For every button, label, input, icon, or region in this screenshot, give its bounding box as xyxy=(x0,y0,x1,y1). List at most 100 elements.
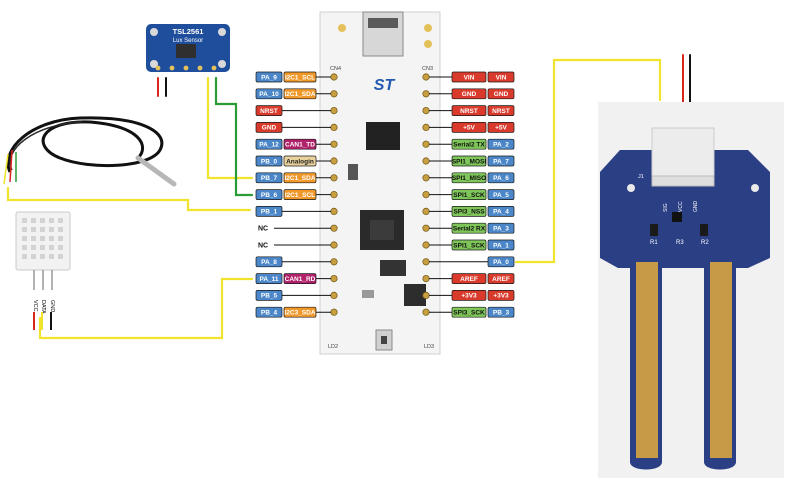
right-pin-func: SPI1_MISO xyxy=(451,172,487,184)
right-pin-power: GND xyxy=(487,88,515,100)
left-pin-name: PB_1 xyxy=(255,206,283,217)
soil-pin-sig: SIG xyxy=(663,203,669,212)
right-pin-func: SPI1_SCK xyxy=(451,239,487,251)
right-pin-func-text: Serial2 RX xyxy=(453,226,486,233)
right-pin-name: PA_4 xyxy=(487,206,515,217)
lux-pin-label: ADDR xyxy=(180,72,194,77)
lux-pin-label: INT xyxy=(168,72,176,77)
left-pin-func: I2C1_SDA xyxy=(283,172,317,184)
right-pin-func: SPI3_SCK xyxy=(451,306,487,318)
right-pin-func-text: GND xyxy=(462,91,477,98)
left-pin-func: GND xyxy=(255,122,283,133)
left-pin-func-text: I2C3_SDA xyxy=(284,310,315,317)
left-pin-nc: NC xyxy=(258,243,268,250)
soil-r1: R1 xyxy=(650,240,658,246)
dht-grille-slot xyxy=(49,227,54,232)
header-pin-right xyxy=(422,107,430,115)
right-pin-power: VIN xyxy=(487,71,515,83)
left-pin-func: CAN1_TD xyxy=(283,138,317,150)
right-pin-name-bg xyxy=(487,206,515,217)
left-pin-name: PB_4 xyxy=(255,306,283,318)
dht-grille-slot xyxy=(58,254,63,259)
left-pin-name-bg xyxy=(255,189,283,200)
dht-grille-slot xyxy=(40,254,45,259)
left-pin-name: PA_12 xyxy=(255,138,283,150)
left-pin-name-text: PA_9 xyxy=(261,74,277,81)
left-pin-func: CAN1_RD xyxy=(283,273,317,284)
right-pin-func-text: SPI1_MISO xyxy=(452,175,486,182)
right-pin-name: PA_3 xyxy=(487,222,515,234)
right-pin-func-bg xyxy=(451,122,487,133)
right-pin-func-bg xyxy=(451,88,487,100)
left-pin-func-bg xyxy=(283,71,317,83)
right-pin-name-text: PB_3 xyxy=(493,310,510,317)
right-pin-func: Serial2 TX xyxy=(451,138,487,150)
header-pin-right xyxy=(422,191,430,199)
nucleo-board: ST CN4 CN3 LD2 LD3 xyxy=(319,11,441,355)
header-pin-left xyxy=(330,291,338,299)
board-cn3: CN3 xyxy=(422,66,433,72)
board-ld2: LD2 xyxy=(328,344,338,350)
left-pin-name-text: PA_11 xyxy=(259,276,278,283)
dht-grille-slot xyxy=(22,254,27,259)
left-pin-nc: NC xyxy=(258,226,268,233)
soil-j1: J1 xyxy=(638,174,644,180)
right-pin-power-text: VIN xyxy=(496,74,507,81)
dht-pin-vcc: VCC xyxy=(32,300,38,312)
header-pin-right xyxy=(422,308,430,316)
right-pin-name-text: PA_6 xyxy=(493,175,509,182)
right-pin-power-bg xyxy=(487,71,515,83)
left-pin-name-bg xyxy=(255,88,283,100)
header-pin-right xyxy=(422,140,430,148)
left-pin-name-text: PA_8 xyxy=(261,259,277,266)
left-pin-name: PB_0 xyxy=(255,155,283,167)
lux-pin-pad xyxy=(197,65,203,71)
dht-pin-data: DATA xyxy=(40,300,46,314)
left-pin-name-bg xyxy=(255,71,283,83)
wire-soil-sig xyxy=(514,58,662,264)
left-pin-name-text: PB_6 xyxy=(261,192,278,199)
header-pin-left xyxy=(330,140,338,148)
right-pin-func-text: VIN xyxy=(464,74,475,81)
right-pin-func: SPI1_MOSI xyxy=(451,155,487,167)
header-pin-right xyxy=(422,274,430,283)
left-pin-name-bg xyxy=(255,273,283,284)
right-pin-func-bg xyxy=(451,105,487,116)
left-pin-func-text: CAN1_RD xyxy=(285,276,316,283)
right-pin-name-text: PA_3 xyxy=(493,226,509,233)
right-pin-name: PA_0 xyxy=(487,256,515,268)
header-pin-left xyxy=(330,274,338,283)
right-pin-name-bg xyxy=(487,239,515,251)
left-pin-name-bg xyxy=(255,138,283,150)
right-pin-name-text: PA_4 xyxy=(493,209,509,216)
right-pin-name-bg xyxy=(487,222,515,234)
right-pin-power-text: +3V3 xyxy=(493,293,509,300)
header-pin-right xyxy=(422,174,430,182)
dht-grille-slot xyxy=(49,218,54,223)
header-pin-right xyxy=(422,73,430,81)
right-pin-name: PB_3 xyxy=(487,306,515,318)
right-pin-name: PA_2 xyxy=(487,138,515,150)
header-pin-left xyxy=(330,241,338,249)
right-pin-power-bg xyxy=(487,122,515,133)
dht-grille-slot xyxy=(40,245,45,250)
left-pin-func-bg xyxy=(283,172,317,184)
dht-grille-slot xyxy=(49,254,54,259)
left-pin-name-bg xyxy=(255,172,283,184)
right-pin-name: PA_5 xyxy=(487,189,515,200)
dht-grille-slot xyxy=(22,227,27,232)
right-pin-name-bg xyxy=(487,256,515,268)
header-pin-left xyxy=(330,308,338,316)
lux-pin-pad xyxy=(211,65,217,71)
left-pin-func-text: NRST xyxy=(260,108,278,115)
left-pin-func-text: I2C1_SCL xyxy=(285,192,315,199)
left-pin-func-text: CAN1_TD xyxy=(285,142,315,149)
right-pin-func-text: NRST xyxy=(460,108,478,115)
left-pin-func-bg xyxy=(283,189,317,200)
left-pin-name: PA_9 xyxy=(255,71,283,83)
left-pin-func-bg xyxy=(283,155,317,167)
board-ld3: LD3 xyxy=(424,344,434,350)
right-pin-func-text: SPI3_SCK xyxy=(453,310,485,317)
lux-sensor-title: TSL2561 xyxy=(173,27,204,36)
